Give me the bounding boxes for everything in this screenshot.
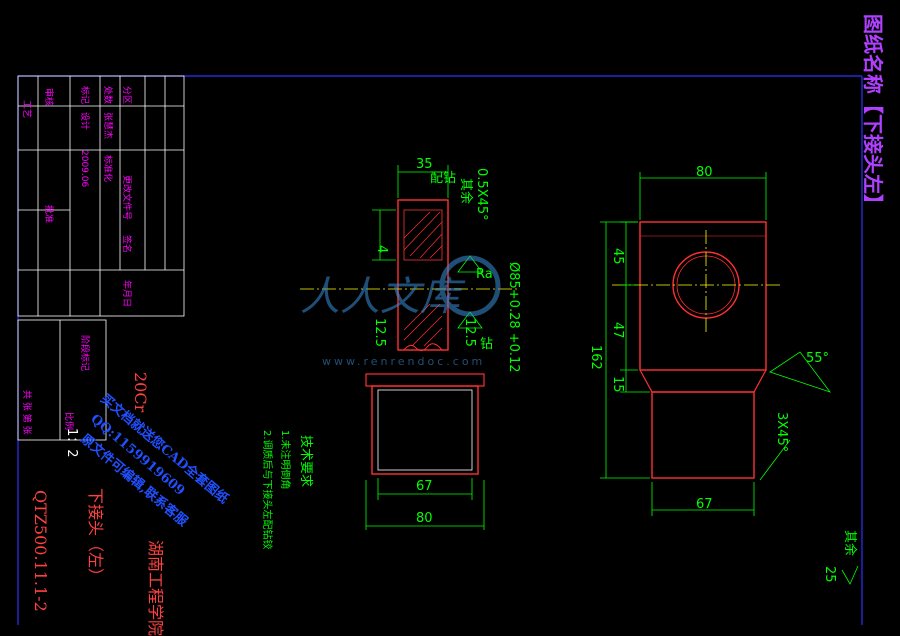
watermark: 人人文库 www.renrendoc.com <box>300 255 501 368</box>
title-block-table <box>17 75 185 441</box>
roughness-symbol <box>841 565 859 585</box>
cell-label: 处数 <box>102 86 114 104</box>
scale-value: 1：2 <box>64 428 79 458</box>
drawing-number-text: QTZ500.11.1-2 <box>31 490 50 612</box>
surface-value: 25 <box>822 566 837 583</box>
cell-label: 标准化 <box>102 155 114 182</box>
cell-label: 审核 <box>43 88 55 106</box>
right-view: 80 162 45 47 15 67 3X45° 55° <box>588 165 832 516</box>
mark-drill: 钻 <box>480 337 493 352</box>
cell-label: 批准 <box>43 205 55 223</box>
hatch-top <box>403 211 443 259</box>
note-item: 1.未注明倒角 <box>279 430 292 490</box>
cell-label: 阶段标记 <box>79 335 91 371</box>
left-view: 35 0.5X45° 67 80 4 Ø85+0.28 +0.12 12.5 1… <box>300 157 521 530</box>
notes-heading: 技术要求 <box>298 435 313 487</box>
cell-label: 更改文件号 <box>121 175 133 220</box>
dim-roughness-a: 12.5 <box>372 318 387 347</box>
overlay-line: 买文档就送您CAD全套图纸 <box>97 391 231 507</box>
dim-bottom-outer: 80 <box>416 511 433 526</box>
dim-depth: 4 <box>374 245 389 253</box>
dim-roughness-b: 12.5 <box>462 318 477 347</box>
cell-label: 张慧杰 <box>102 112 114 139</box>
cell-label: 签名 <box>121 235 133 253</box>
cell-label: 分区 <box>121 86 132 104</box>
mark-other: 其余 <box>458 178 474 204</box>
dim-angle: 55° <box>806 351 829 366</box>
watermark-brand: 人人文库 <box>300 274 466 320</box>
cell-label: 比例 <box>63 412 75 430</box>
dim-chamfer: 0.5X45° <box>474 168 489 221</box>
hatch-bottom <box>403 303 443 347</box>
dim-h3: 15 <box>610 376 625 393</box>
cell-label: 标记 <box>79 86 91 104</box>
dim-h1: 45 <box>610 248 625 265</box>
dim-right-bottom-width: 67 <box>696 497 713 512</box>
cell-label: 年月日 <box>121 280 133 307</box>
surface-note-text: 其余 <box>842 530 858 556</box>
title-block-cells: 工艺 审核 标记 处数 分区 设计 2009.06 张慧杰 标准化 更改文件号 … <box>21 86 133 458</box>
dim-total-height: 162 <box>588 345 603 370</box>
technical-notes: 技术要求 1.未注明倒角 2.调质后与下接头左配钻铰 <box>261 430 313 550</box>
dim-right-chamfer: 3X45° <box>774 412 789 452</box>
cell-label: 2009.06 <box>79 150 89 187</box>
material-text: 20Cr <box>131 372 150 413</box>
note-item: 2.调质后与下接头左配钻铰 <box>261 430 274 550</box>
surface-roughness-note: 其余 25 <box>822 530 859 585</box>
cell-label: 工艺 <box>21 100 32 118</box>
cell-label: 设计 <box>79 112 91 130</box>
part-name-text: 下接头（左） <box>86 488 105 584</box>
watermark-url: www.renrendoc.com <box>322 355 485 368</box>
dim-h2: 47 <box>610 322 625 339</box>
mark-ra: Ra <box>476 267 493 282</box>
dim-top-width: 35 <box>416 157 433 172</box>
dim-hole: Ø85+0.28 +0.12 <box>506 262 521 373</box>
institution-text: 湖南工程学院 <box>146 540 165 636</box>
mark-ream: 配钻 <box>430 171 456 186</box>
drawing-name-title: 图纸名称【下接头左】 <box>861 14 885 214</box>
dim-right-top-width: 80 <box>696 165 713 180</box>
cell-label: 共 张 第 张 <box>21 390 33 435</box>
dim-bottom-inner: 67 <box>416 479 433 494</box>
